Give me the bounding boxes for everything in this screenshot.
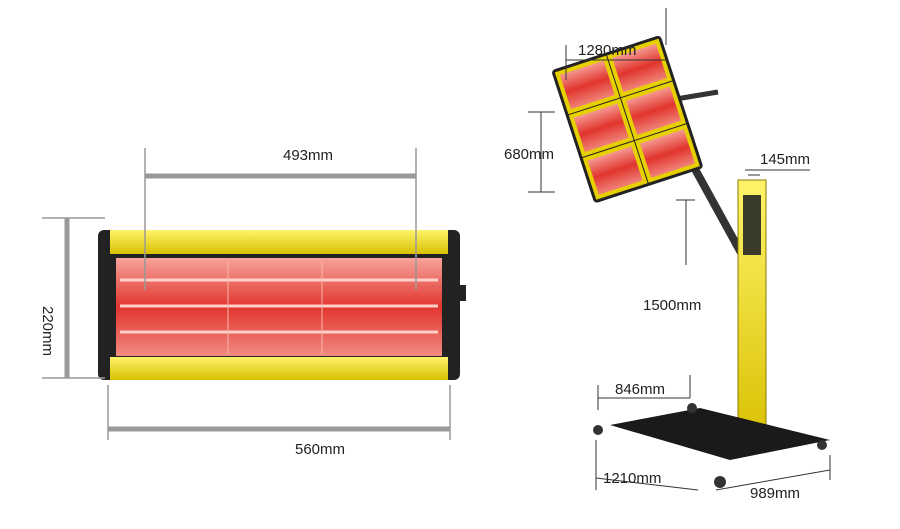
single-lamp-image bbox=[98, 230, 466, 380]
pole-width-label: 145mm bbox=[760, 151, 811, 168]
head-height-label: 680mm bbox=[504, 146, 555, 163]
pole-height-label: 1500mm bbox=[643, 297, 702, 314]
single-lamp-dimension-lines bbox=[42, 148, 451, 440]
tube-width-label: 493mm bbox=[283, 147, 334, 164]
stand-dimension-lines bbox=[528, 8, 831, 491]
total-width-label: 560mm bbox=[295, 441, 346, 458]
base-width-label: 989mm bbox=[750, 485, 801, 502]
head-width-label: 1280mm bbox=[578, 42, 637, 59]
height-label: 220mm bbox=[39, 306, 56, 357]
base-length-label: 1210mm bbox=[603, 470, 662, 487]
base-inner-label: 846mm bbox=[615, 381, 666, 398]
stand-lamp-image bbox=[552, 35, 830, 488]
